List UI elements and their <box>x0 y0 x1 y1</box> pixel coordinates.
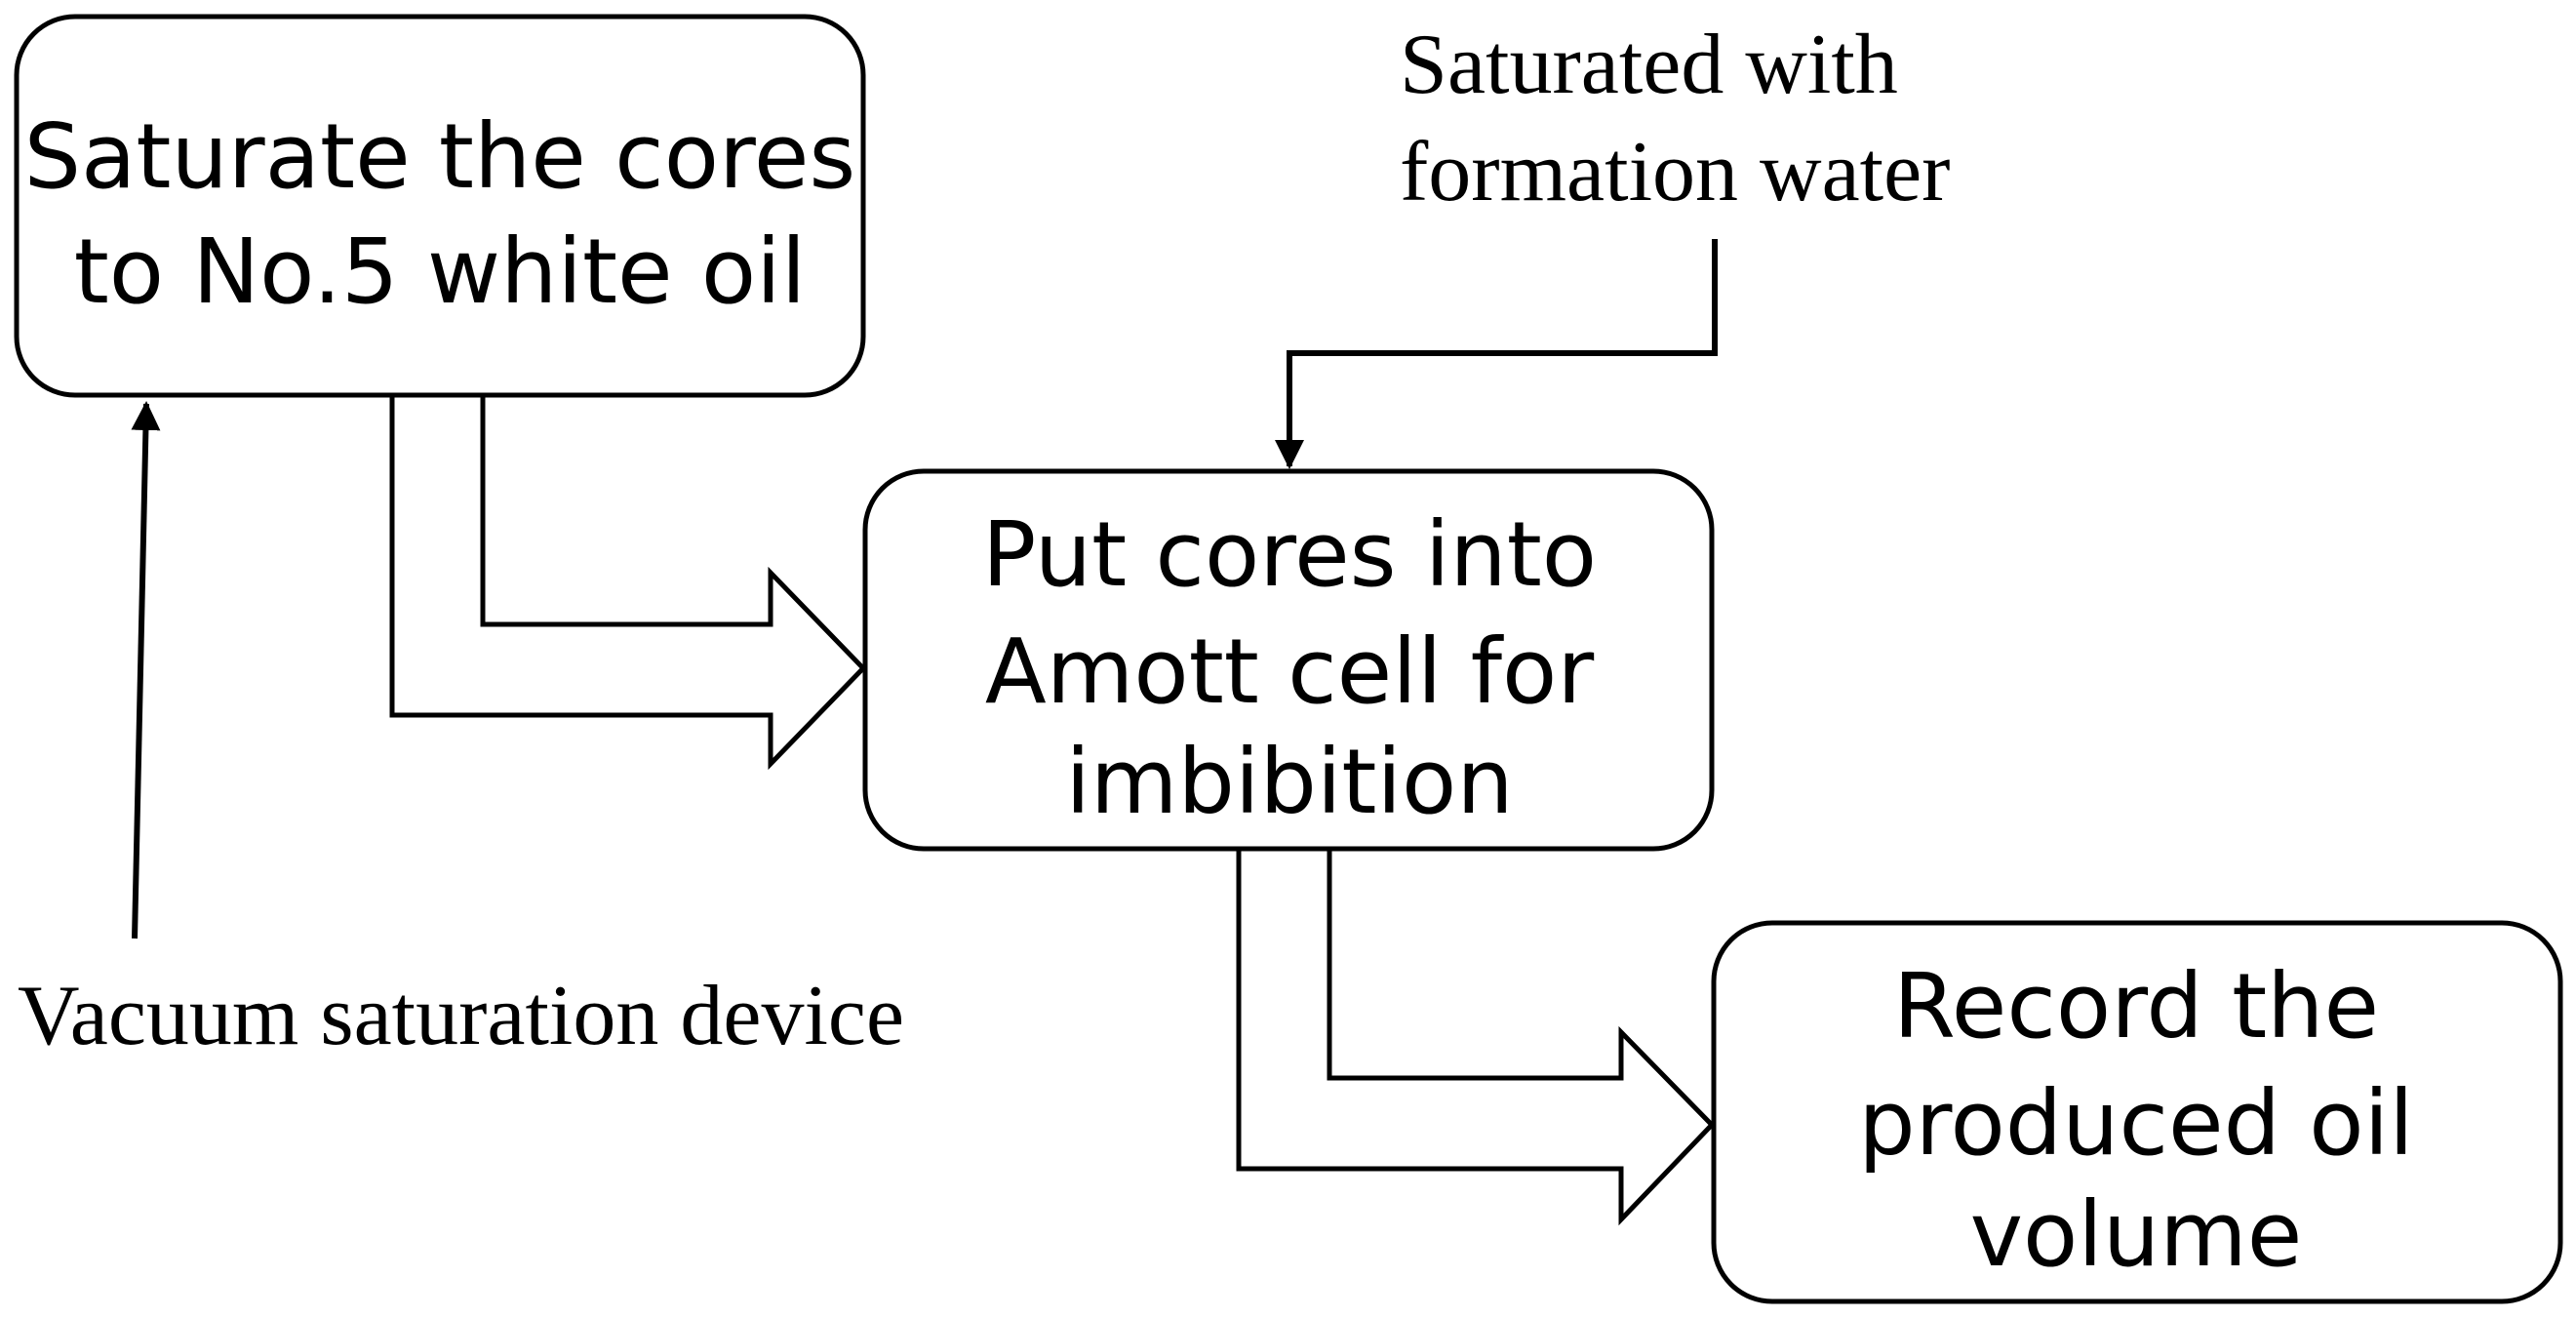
vacuum-device-arrow <box>131 401 161 939</box>
block-arrow-saturate-to-amott <box>389 397 867 771</box>
saturate-cores-line-2: to No.5 white oil <box>74 220 807 324</box>
amott-cell-box: Put cores into Amott cell for imbibition <box>862 468 1715 852</box>
formation-water-label: Saturated with formation water <box>1400 18 1950 220</box>
record-oil-line-2: produced oil <box>1858 1071 2413 1176</box>
record-oil-line-1: Record the <box>1893 954 2379 1058</box>
amott-cell-line-2: Amott cell for <box>985 619 1594 724</box>
amott-cell-line-1: Put cores into <box>982 502 1597 607</box>
formation-water-line-2: formation water <box>1400 125 1950 220</box>
block-arrow-amott-to-record <box>1236 851 1716 1226</box>
vacuum-device-label: Vacuum saturation device <box>18 969 904 1063</box>
record-oil-line-3: volume <box>1970 1182 2303 1287</box>
formation-water-line-1: Saturated with <box>1400 18 1898 112</box>
formation-water-arrow <box>1275 239 1718 469</box>
saturate-cores-line-1: Saturate the cores <box>24 104 856 209</box>
amott-cell-line-3: imbibition <box>1065 730 1513 834</box>
record-oil-box: Record the produced oil volume <box>1711 920 2563 1304</box>
saturate-cores-box: Saturate the cores to No.5 white oil <box>14 14 866 398</box>
